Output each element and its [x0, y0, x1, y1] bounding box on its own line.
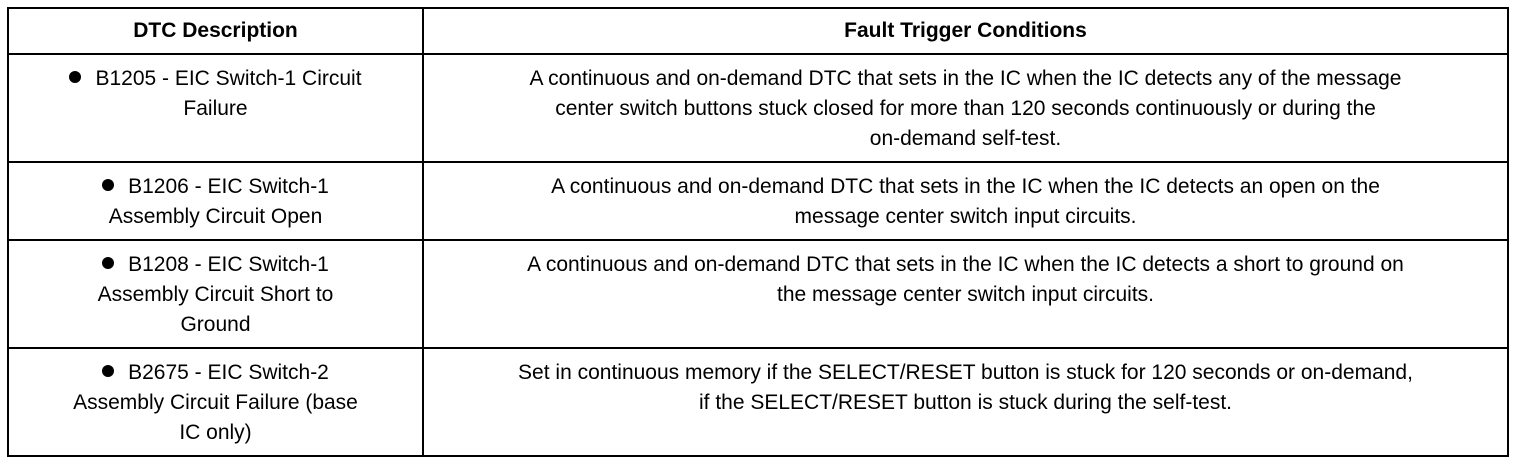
table-header-row: DTC Description Fault Trigger Conditions: [7, 7, 1509, 55]
table-row: B2675 - EIC Switch-2 Assembly Circuit Fa…: [7, 347, 1509, 457]
dtc-code-text: B2675 - EIC Switch-2: [128, 361, 329, 384]
header-dtc-description: DTC Description: [7, 7, 424, 55]
dtc-line: B1206 - EIC Switch-1: [13, 172, 418, 202]
fault-condition-cell: A continuous and on-demand DTC that sets…: [422, 161, 1509, 241]
condition-line: A continuous and on-demand DTC that sets…: [527, 253, 1404, 276]
fault-condition-cell: A continuous and on-demand DTC that sets…: [422, 53, 1509, 163]
dtc-line: Assembly Circuit Open: [108, 205, 323, 228]
dtc-line: IC only): [179, 421, 252, 444]
dtc-code-text: B1205 - EIC Switch-1 Circuit: [95, 67, 362, 90]
fault-condition-cell: A continuous and on-demand DTC that sets…: [422, 239, 1509, 349]
dtc-table: DTC Description Fault Trigger Conditions…: [7, 7, 1509, 457]
condition-line: the message center switch input circuits…: [777, 283, 1154, 306]
dtc-line: B2675 - EIC Switch-2: [13, 358, 418, 388]
condition-line: if the SELECT/RESET button is stuck duri…: [698, 391, 1233, 414]
condition-line: A continuous and on-demand DTC that sets…: [551, 175, 1380, 198]
bullet-icon: [102, 365, 115, 377]
bullet-icon: [102, 179, 115, 191]
bullet-icon: [69, 71, 82, 83]
dtc-description-cell: B1208 - EIC Switch-1 Assembly Circuit Sh…: [7, 239, 424, 349]
dtc-line: Ground: [180, 313, 251, 336]
condition-line: Set in continuous memory if the SELECT/R…: [518, 361, 1413, 384]
table-row: B1208 - EIC Switch-1 Assembly Circuit Sh…: [7, 239, 1509, 349]
dtc-description-cell: B2675 - EIC Switch-2 Assembly Circuit Fa…: [7, 347, 424, 457]
table-row: B1206 - EIC Switch-1 Assembly Circuit Op…: [7, 161, 1509, 241]
dtc-line: Assembly Circuit Failure (base: [73, 391, 358, 414]
dtc-description-cell: B1206 - EIC Switch-1 Assembly Circuit Op…: [7, 161, 424, 241]
dtc-line: B1205 - EIC Switch-1 Circuit: [13, 64, 418, 94]
bullet-icon: [102, 257, 115, 269]
condition-line: on-demand self-test.: [869, 127, 1062, 150]
dtc-code-text: B1206 - EIC Switch-1: [128, 175, 329, 198]
table-row: B1205 - EIC Switch-1 Circuit Failure A c…: [7, 53, 1509, 163]
header-fault-trigger-conditions: Fault Trigger Conditions: [422, 7, 1509, 55]
fault-condition-cell: Set in continuous memory if the SELECT/R…: [422, 347, 1509, 457]
condition-line: A continuous and on-demand DTC that sets…: [529, 67, 1402, 90]
condition-line: message center switch input circuits.: [794, 205, 1137, 228]
dtc-line: Assembly Circuit Short to: [97, 283, 334, 306]
dtc-description-cell: B1205 - EIC Switch-1 Circuit Failure: [7, 53, 424, 163]
dtc-code-text: B1208 - EIC Switch-1: [128, 253, 329, 276]
dtc-line: Failure: [183, 97, 248, 120]
condition-line: center switch buttons stuck closed for m…: [555, 97, 1376, 120]
dtc-line: B1208 - EIC Switch-1: [13, 250, 418, 280]
